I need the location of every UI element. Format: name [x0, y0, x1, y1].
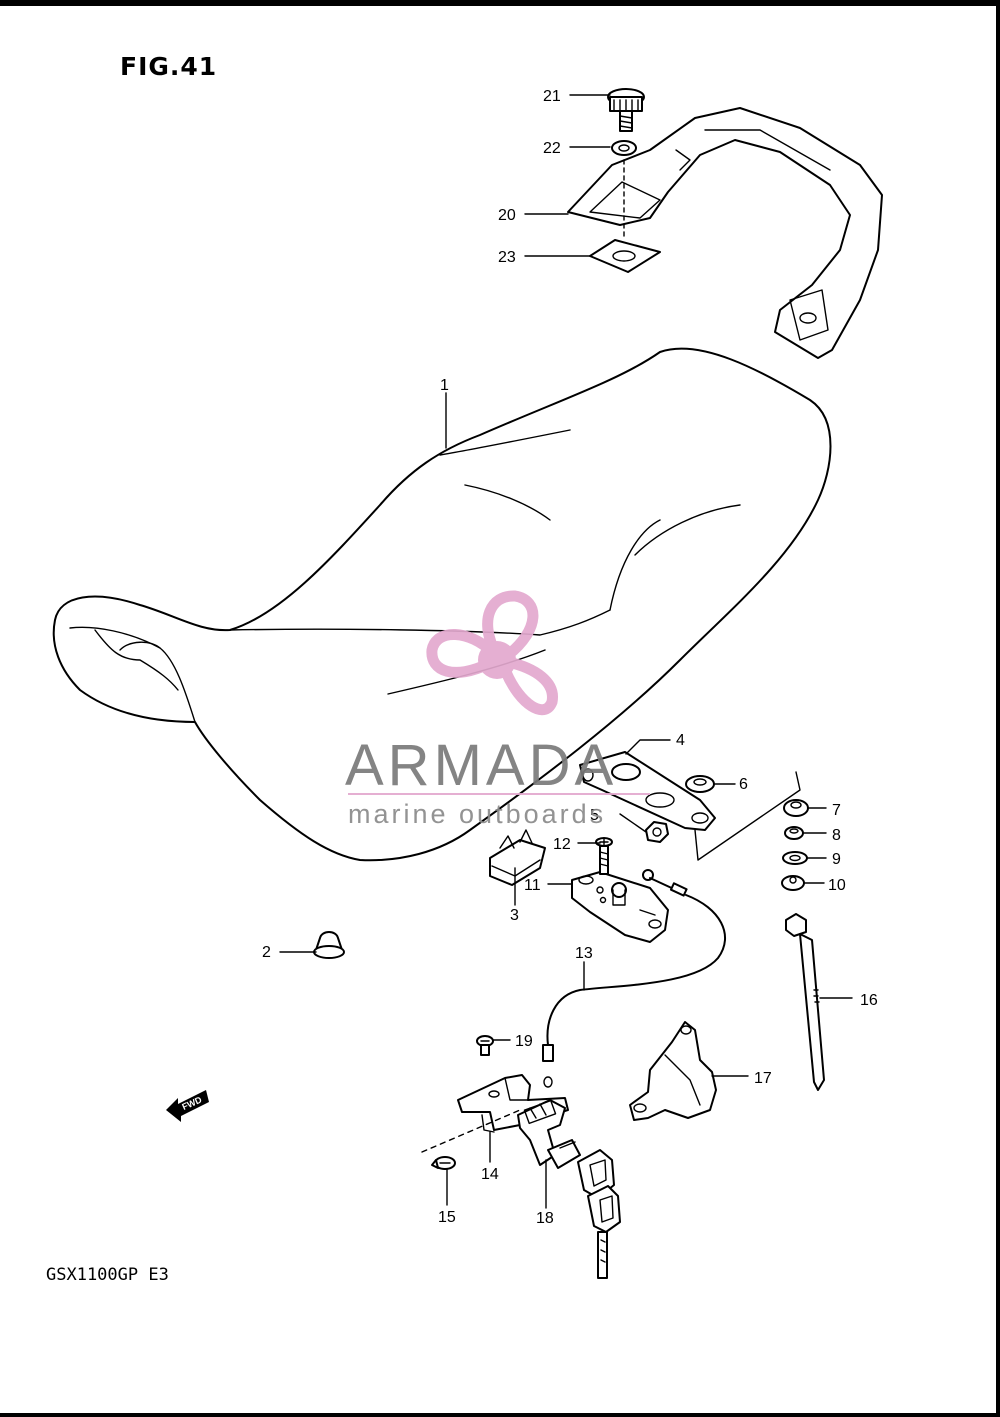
callout-19: 19 [515, 1033, 533, 1050]
screw-19 [476, 1035, 494, 1056]
watermark-brand: ARMADA [345, 733, 617, 798]
callout-9: 9 [832, 851, 841, 868]
figure-title: FIG.41 [120, 52, 218, 81]
callout-4: 4 [676, 732, 685, 749]
cable-tie-16 [785, 913, 825, 1091]
callout-11: 11 [524, 877, 541, 894]
release-cable-13 [542, 869, 727, 1088]
callout-23: 23 [498, 249, 516, 266]
model-code: GSX1100GP E3 [46, 1265, 169, 1285]
callout-21: 21 [543, 88, 561, 105]
grommet-7 [783, 799, 809, 817]
leader-lines [279, 94, 853, 1209]
callout-17: 17 [754, 1070, 772, 1087]
frame-right-border [996, 0, 1000, 1417]
callout-10: 10 [828, 877, 846, 894]
screw-12 [595, 837, 613, 875]
callout-7: 7 [832, 802, 841, 819]
callout-16: 16 [860, 992, 878, 1009]
frame-top-border [0, 0, 1000, 6]
callout-2: 2 [262, 944, 271, 961]
callout-14: 14 [481, 1166, 499, 1183]
washer-9 [782, 851, 808, 865]
collar-8 [784, 826, 804, 840]
grommet-6 [685, 775, 715, 793]
callout-22: 22 [543, 140, 561, 157]
watermark-tagline: marine outboards [348, 799, 606, 829]
forward-direction-badge: FWD [166, 1090, 209, 1122]
callout-6: 6 [739, 776, 748, 793]
armada-watermark: ARMADA marine outboards [345, 590, 650, 829]
callout-13: 13 [575, 945, 593, 962]
seat-bumper-2 [313, 931, 345, 959]
seat-hook-4 [579, 751, 716, 831]
frame-bottom-border [0, 1413, 1000, 1417]
callout-1: 1 [440, 377, 449, 394]
watermark-rule [348, 793, 650, 795]
seat-latch-3 [489, 829, 546, 886]
callout-20: 20 [498, 207, 516, 224]
callout-3: 3 [510, 907, 519, 924]
callout-18: 18 [536, 1210, 554, 1227]
bolt-21 [607, 88, 645, 132]
washer-22 [611, 140, 637, 156]
nut-10 [781, 875, 805, 891]
seat [52, 347, 832, 862]
propeller-logo-icon [426, 590, 558, 716]
callout-8: 8 [832, 827, 841, 844]
key-set [577, 1149, 621, 1279]
nut-5 [645, 821, 669, 843]
callout-5: 5 [590, 807, 599, 824]
key-holder-17 [629, 1021, 717, 1121]
latch-plate-11 [571, 871, 669, 943]
plate-23 [589, 239, 661, 273]
screw-15 [431, 1156, 456, 1170]
seat-lock-18 [517, 1099, 581, 1169]
callout-15: 15 [438, 1209, 456, 1226]
callout-12: 12 [553, 836, 571, 853]
grab-rail [567, 107, 883, 359]
